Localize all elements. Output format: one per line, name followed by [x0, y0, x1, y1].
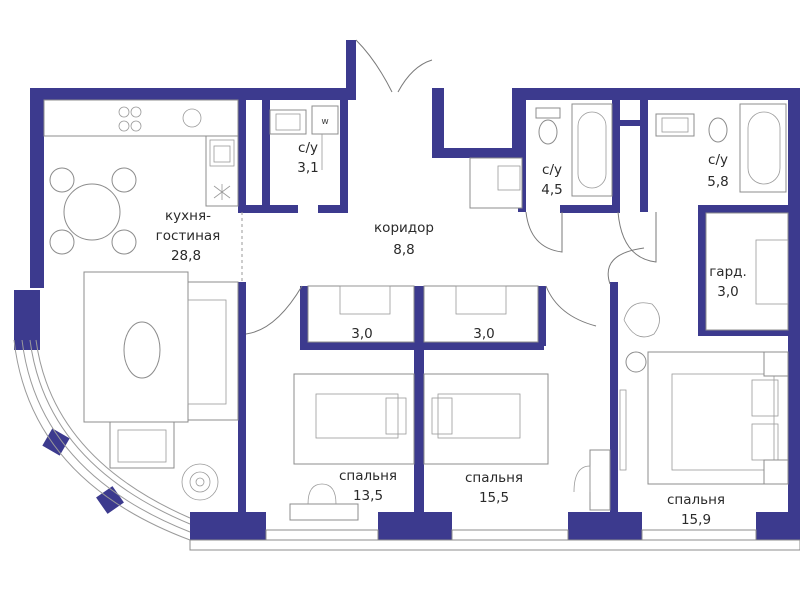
- bedroom3-area: 15,9: [681, 512, 711, 528]
- wardrobe3-shelves: [705, 212, 789, 331]
- bedroom1-furniture: [289, 373, 415, 521]
- bedroom3-name: спальня: [667, 492, 725, 508]
- bath3-door: [617, 211, 657, 263]
- bedroom2-door: [545, 285, 597, 327]
- wardrobe1-area: 3,0: [351, 326, 372, 342]
- entrance-door: [355, 39, 433, 93]
- bottom-windows: [189, 529, 800, 551]
- bedroom2-area: 15,5: [479, 490, 509, 506]
- bath2-name: с/у: [542, 162, 562, 178]
- plant-icon: [181, 463, 219, 501]
- bath3-area: 5,8: [707, 174, 728, 190]
- bath2-area: 4,5: [541, 182, 562, 198]
- kitchen-sink-icon: [209, 139, 235, 167]
- wardrobe2-area: 3,0: [473, 326, 494, 342]
- appliance-circle-icon: [182, 108, 202, 128]
- bedroom3-door: [607, 247, 645, 285]
- bath1-fixtures: w: [269, 105, 339, 170]
- bath3-fixtures: [655, 103, 787, 193]
- bedroom3-furniture: [619, 302, 789, 485]
- curved-window: [13, 339, 191, 541]
- bath1-name: с/у: [298, 140, 318, 156]
- bedroom2-furniture: [423, 373, 611, 511]
- kitchen-living-name-line2: гостиная: [156, 228, 221, 244]
- fridge-mark-icon: [213, 184, 231, 200]
- wardrobe2-shelves: [423, 285, 539, 343]
- bedroom1-door: [245, 285, 303, 335]
- bath1-area: 3,1: [297, 160, 318, 176]
- corridor-area: 8,8: [393, 242, 414, 258]
- washer-mark: w: [321, 117, 328, 127]
- walls: [14, 40, 800, 540]
- corridor-cabinet: [469, 157, 523, 209]
- kitchen-living-name-line1: кухня-: [165, 208, 211, 224]
- kitchen-living-area: 28,8: [171, 248, 201, 264]
- wardrobe3-name: гард.: [709, 264, 747, 280]
- bedroom2-name: спальня: [465, 470, 523, 486]
- dining-table: [49, 167, 137, 255]
- stove-icon: [118, 106, 142, 132]
- corridor-name: коридор: [374, 220, 434, 236]
- living-area: [83, 271, 239, 501]
- room-labels: кухня- гостиная 28,8 с/у 3,1 коридор 8,8…: [156, 140, 747, 528]
- bath3-name: с/у: [708, 152, 728, 168]
- wardrobe3-area: 3,0: [717, 284, 738, 300]
- kitchen-counter: [43, 99, 239, 207]
- bath2-door: [525, 211, 563, 253]
- bedroom1-name: спальня: [339, 468, 397, 484]
- bedroom1-area: 13,5: [353, 488, 383, 504]
- wardrobe1-shelves: [307, 285, 415, 343]
- bath2-fixtures: [535, 103, 613, 197]
